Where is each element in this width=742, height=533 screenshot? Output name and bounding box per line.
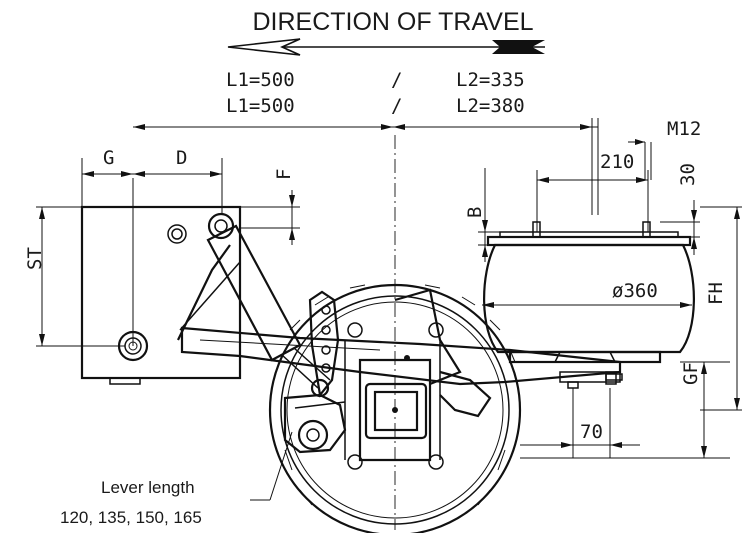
arrow-left-icon <box>227 38 545 56</box>
direction-title: DIRECTION OF TRAVEL <box>252 8 533 36</box>
d30-dimension: 30 <box>660 163 700 255</box>
d210-dimension: 210 <box>537 151 648 183</box>
brake-lever <box>269 290 347 501</box>
b-dimension: B <box>464 168 500 262</box>
f-label: F <box>273 169 295 180</box>
l1-label-b: L1=500 <box>226 95 295 117</box>
l-dimension-line <box>133 118 652 215</box>
lever-note-line1: Lever length <box>101 478 195 497</box>
l1-label-a: L1=500 <box>226 69 295 91</box>
g-label: G <box>103 147 114 169</box>
d-label: D <box>176 147 187 169</box>
l2-label-b: L2=380 <box>456 95 525 117</box>
b-label: B <box>464 207 486 218</box>
gf-label: GF <box>680 362 702 385</box>
f-dimension: F <box>240 169 300 245</box>
fh-label: FH <box>705 282 727 305</box>
lever-note-line2: 120, 135, 150, 165 <box>60 508 202 527</box>
d70-label: 70 <box>580 421 603 443</box>
d210-label: 210 <box>600 151 634 173</box>
air-spring <box>483 170 695 364</box>
gf-dimension: GF <box>520 361 730 459</box>
gd-dimension-lines: G D <box>81 147 223 215</box>
m12-label: M12 <box>667 118 701 140</box>
phi360-label: ø360 <box>612 280 658 302</box>
slash-a: / <box>391 69 402 91</box>
st-dimension: ST <box>24 206 125 347</box>
slash-b: / <box>391 95 402 117</box>
hanger-bracket <box>80 178 242 385</box>
phi360-dimension: ø360 <box>482 280 692 308</box>
st-label: ST <box>24 247 46 270</box>
lever-note: Lever length 120, 135, 150, 165 <box>60 478 270 527</box>
fh-dimension: FH <box>700 206 742 411</box>
d30-label: 30 <box>677 163 699 186</box>
l2-label-a: L2=335 <box>456 69 525 91</box>
trailing-arm <box>180 326 623 389</box>
axle-housing <box>364 135 492 530</box>
d70-dimension: 70 <box>520 388 640 458</box>
